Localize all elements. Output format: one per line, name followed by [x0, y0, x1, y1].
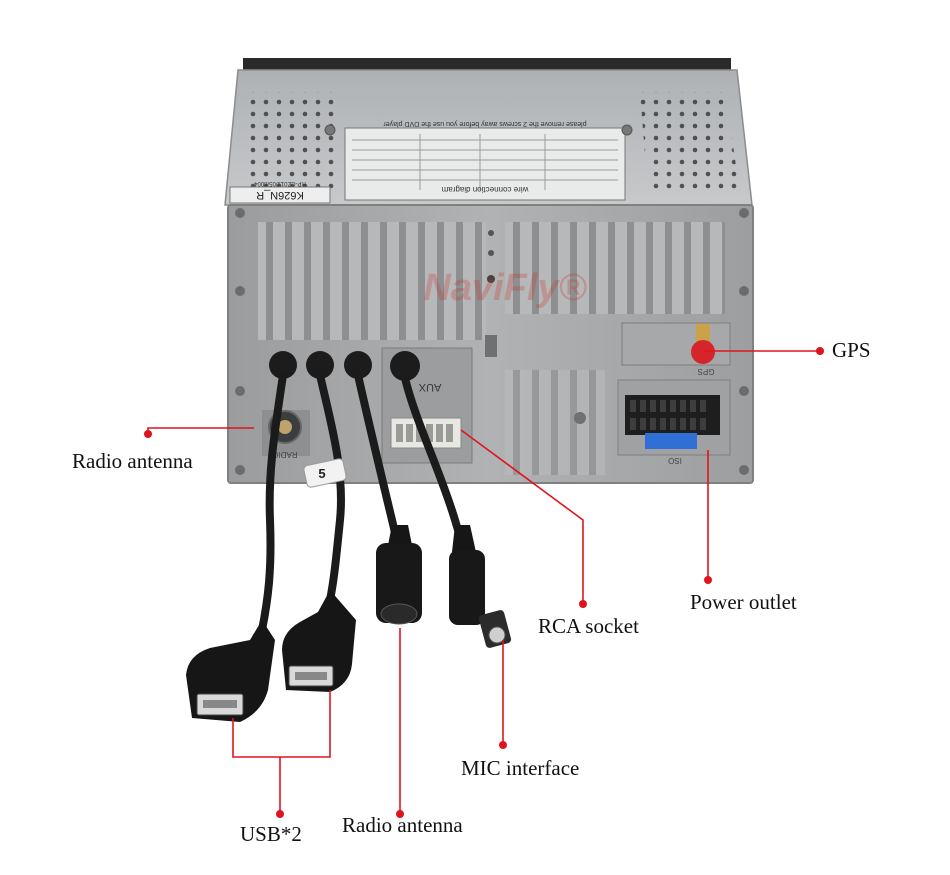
- callout-radio-antenna-left: Radio antenna: [72, 449, 193, 473]
- cable-grommets: [269, 351, 420, 381]
- watermark: NaviFly®: [423, 267, 586, 309]
- rca-label: AUX: [418, 381, 441, 393]
- antenna-port-label: RADIO: [272, 450, 297, 459]
- radio-antenna-bottom-marker: [396, 810, 404, 818]
- serial-label: RP-CZ019/05/8004: [253, 180, 305, 186]
- power-outlet-connector: ISO: [617, 379, 731, 465]
- callout-rca-socket: RCA socket: [538, 614, 639, 638]
- radio-antenna-plug: [376, 525, 422, 625]
- usb-plug-right: [282, 590, 356, 692]
- rca-socket-block: AUX: [381, 347, 473, 464]
- sticker-title: wire connection diagram: [441, 185, 529, 194]
- callout-power-outlet: Power outlet: [690, 590, 797, 614]
- gps-marker: [816, 347, 824, 355]
- callout-usb: USB*2: [240, 822, 302, 846]
- model-label: K626N_R: [256, 189, 304, 201]
- usb-cable-tag: 5: [303, 458, 347, 488]
- chassis-top: wire connection diagram please remove th…: [224, 58, 753, 206]
- callout-markers: [144, 347, 824, 818]
- power-outlet-marker: [704, 576, 712, 584]
- callout-radio-antenna-bottom: Radio antenna: [342, 813, 463, 837]
- radio-antenna-left-marker: [144, 430, 152, 438]
- rca-socket-marker: [579, 600, 587, 608]
- gps-port-label: GPS: [698, 367, 715, 376]
- callout-mic-interface: MIC interface: [461, 756, 580, 780]
- usb-tag-label: 5: [318, 466, 325, 481]
- callout-gps: GPS: [832, 338, 871, 362]
- callout-lines: [147, 350, 820, 814]
- usb-plug-left: [186, 620, 275, 722]
- mic-interface-marker: [499, 741, 507, 749]
- usb-marker: [276, 810, 284, 818]
- power-port-label: ISO: [668, 456, 682, 465]
- gps-connector: GPS: [621, 322, 731, 376]
- sticker-note: please remove the 2 screws away before y…: [383, 120, 587, 127]
- mic-jack-plug: [449, 525, 512, 648]
